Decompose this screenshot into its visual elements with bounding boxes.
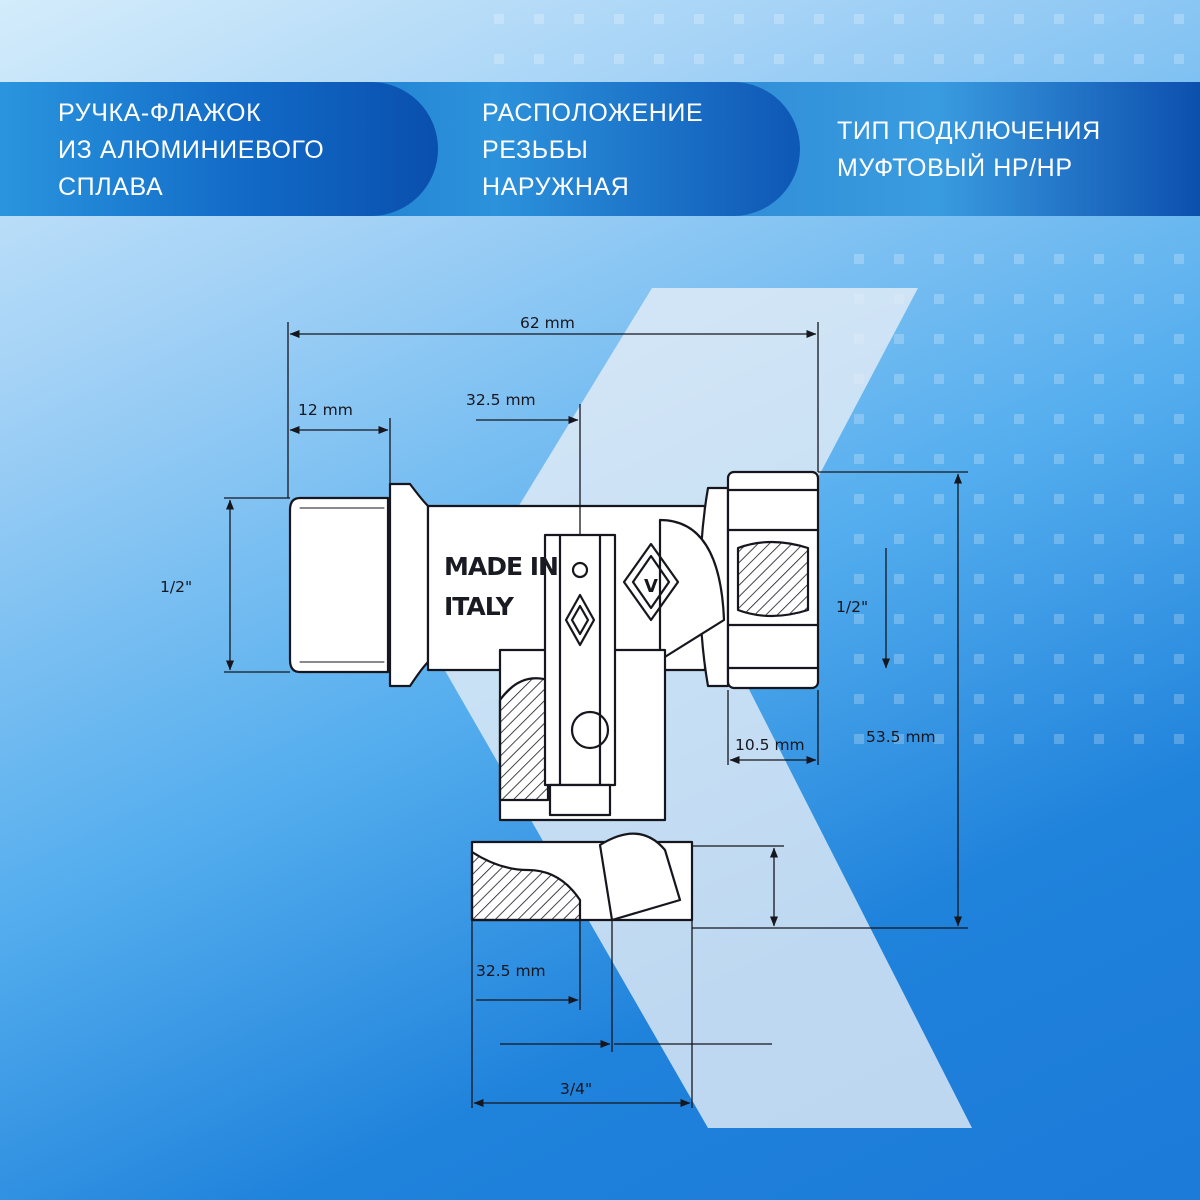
feature-connection-type-line2: МУФТОВЫЙ НР/НР <box>837 154 1073 182</box>
label-axis-offset-bottom: 32.5 mm <box>476 962 546 980</box>
left-thread <box>288 496 390 674</box>
section-cut <box>498 677 550 802</box>
label-right-nut-length: 10.5 mm <box>735 736 805 754</box>
label-total-width: 62 mm <box>520 314 575 332</box>
label-total-height: 53.5 mm <box>866 728 936 746</box>
chevron-shape <box>432 288 972 1128</box>
dot-grid-top <box>480 0 1200 82</box>
brand-logo <box>622 542 680 622</box>
feature-connection-type: ТИП ПОДКЛЮЧЕНИЯ МУФТОВЫЙ НР/НР <box>837 113 1101 187</box>
feature-thread-location-line1: РАСПОЛОЖЕНИЕ <box>482 99 704 127</box>
label-bottom-thread: 3/4" <box>560 1080 592 1098</box>
right-nut <box>698 470 820 690</box>
banner-band-1 <box>0 82 438 216</box>
feature-connection-type-line1: ТИП ПОДКЛЮЧЕНИЯ <box>837 117 1101 145</box>
bottom-nut <box>470 832 694 922</box>
logo-letter: V <box>644 576 658 597</box>
label-left-thread: 1/2" <box>160 578 192 596</box>
collar-flange <box>388 482 430 688</box>
feature-handle-material-line3: СПЛАВА <box>58 173 164 201</box>
ball-seal <box>570 710 610 750</box>
label-left-thread-length: 12 mm <box>298 401 353 419</box>
feature-handle-material: РУЧКА-ФЛАЖОК ИЗ АЛЮМИНИЕВОГО СПЛАВА <box>58 95 324 206</box>
feature-thread-location-line2: РЕЗЬБЫ <box>482 136 589 164</box>
label-axis-offset-top: 32.5 mm <box>466 391 536 409</box>
feature-handle-material-line1: РУЧКА-ФЛАЖОК <box>58 99 262 127</box>
feature-thread-location: РАСПОЛОЖЕНИЕ РЕЗЬБЫ НАРУЖНАЯ <box>482 95 703 206</box>
feature-thread-location-line3: НАРУЖНАЯ <box>482 173 630 201</box>
stem-nut <box>548 783 612 817</box>
elbow <box>658 518 726 662</box>
feature-handle-material-line2: ИЗ АЛЮМИНИЕВОГО <box>58 136 325 164</box>
marking-line1: MADE IN <box>444 552 558 581</box>
marking-line2: ITALY <box>444 592 515 621</box>
label-right-thread: 1/2" <box>836 598 868 616</box>
